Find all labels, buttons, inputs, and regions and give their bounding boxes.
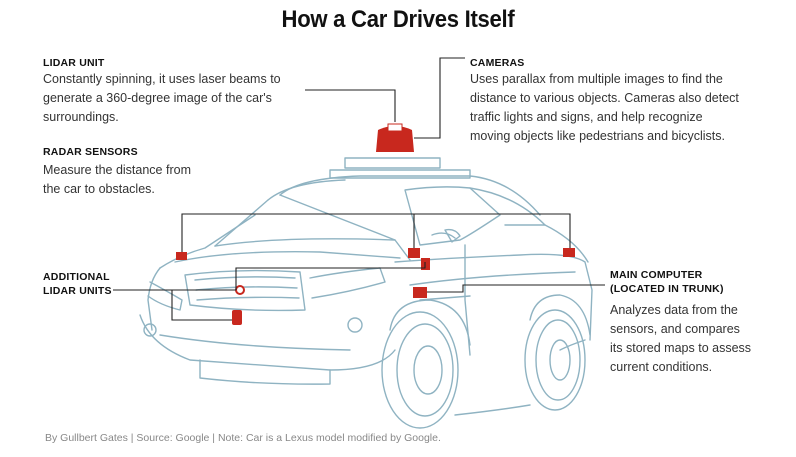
additional-lidar-bumper: [232, 310, 242, 325]
page-title: How a Car Drives Itself: [281, 6, 515, 33]
radar-label: RADAR SENSORS: [43, 146, 138, 158]
radar-sensor-front: [176, 252, 187, 260]
car-outline: [139, 157, 593, 429]
computer-label: MAIN COMPUTER (LOCATED IN TRUNK): [610, 269, 724, 295]
cameras-description: Uses parallax from multiple images to fi…: [470, 72, 739, 143]
callout-lines: [113, 57, 605, 321]
radar-description: Measure the distance from the car to obs…: [43, 163, 191, 196]
main-computer: [413, 287, 427, 298]
cameras-label: CAMERAS: [470, 57, 525, 69]
additional-lidar-grille: [235, 285, 245, 295]
credit-line: By Gullbert Gates | Source: Google | Not…: [45, 432, 441, 444]
lidar-unit: [376, 126, 414, 152]
cameras-leader: [414, 57, 465, 139]
lidar-leader: [305, 89, 396, 122]
lidar-unit-top: [387, 123, 403, 132]
computer-description: Analyzes data from the sensors, and comp…: [610, 303, 752, 374]
radar-sensor-rear: [563, 248, 575, 257]
computer-leader: [427, 284, 605, 293]
lidar-description: Constantly spinning, it uses laser beams…: [43, 72, 281, 124]
radar-sensor-mid: [408, 248, 420, 258]
additional-lidar-label: ADDITIONAL LIDAR UNITS: [43, 271, 112, 297]
lidar-label: LIDAR UNIT: [43, 57, 105, 69]
radar-leader: [181, 213, 571, 252]
